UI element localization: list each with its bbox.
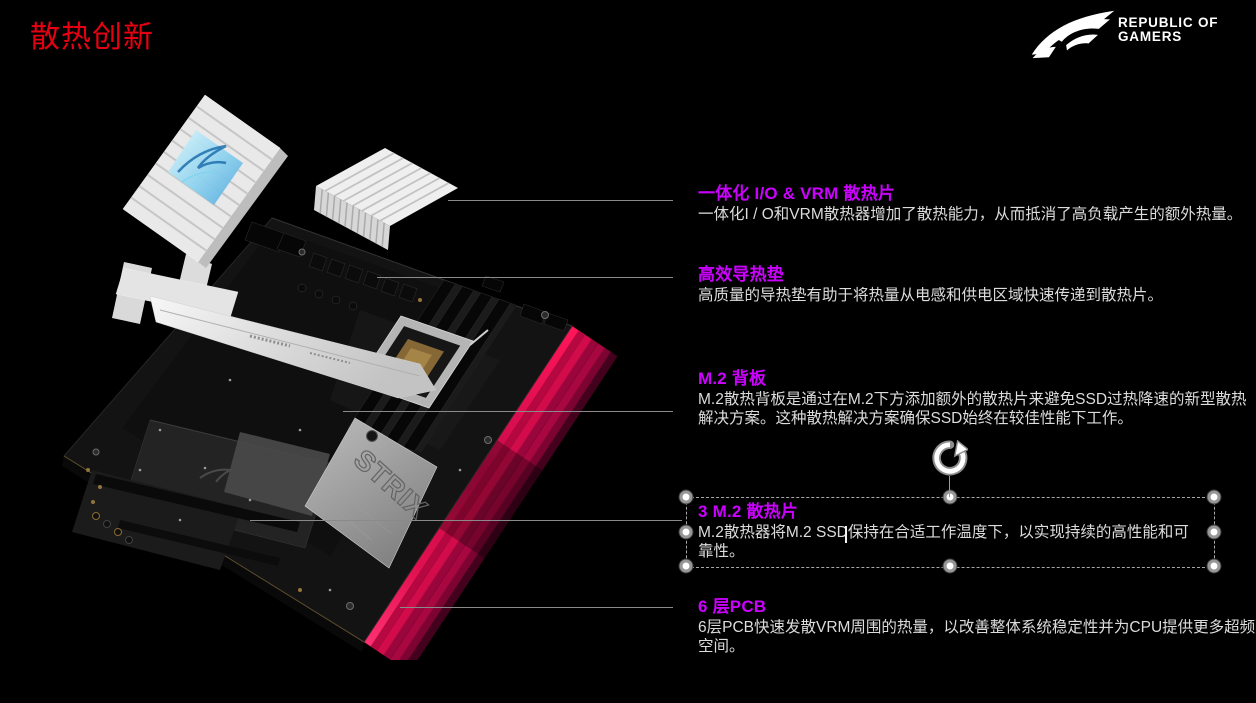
callout-line-io-vrm [448,200,673,201]
callout-body: M.2散热器将M.2 SSD保持在合适工作温度下，以实现持续的高性能和可靠性。 [698,524,1189,560]
resize-handle-bottom-center[interactable] [943,559,957,573]
callout-title: 高效导热垫 [698,265,784,284]
callout-io-vrm: 一体化 I/O & VRM 散热片 一体化I / O和VRM散热器增加了散热能力… [698,184,1256,224]
callout-title: 6 层PCB [698,597,767,616]
brand-wordmark: REPUBLIC OF GAMERS [1118,16,1218,43]
brand-line2: GAMERS [1118,28,1183,44]
m2-heatsink-plates [72,419,333,570]
callout-thermal-pad: 高效导热垫 高质量的导热垫有助于将热量从电感和供电区域快速传递到散热片。 [698,265,1256,305]
resize-handle-middle-left[interactable] [679,525,693,539]
callout-line-pcb [400,607,673,608]
callout-title: 一体化 I/O & VRM 散热片 [698,184,896,203]
callout-body: 高质量的导热垫有助于将热量从电感和供电区域快速传递到散热片。 [698,287,1164,304]
callout-line-thermal-pad [377,277,673,278]
rog-eye-icon [1031,10,1115,59]
textbox-selection-border[interactable] [686,497,1215,568]
resize-handle-middle-right[interactable] [1207,525,1221,539]
callout-line-m2-heatsink [250,520,682,521]
io-vrm-heatsinks [112,94,458,399]
vrm-components [297,252,418,311]
callout-body: M.2散热背板是通过在M.2下方添加额外的散热片来避免SSD过热降速的新型散热解… [698,391,1247,427]
chipset-heatsink: STRIX [304,417,438,569]
rog-logo: REPUBLIC OF GAMERS [1030,6,1240,62]
board-details [86,248,549,610]
resize-handle-bottom-right[interactable] [1207,559,1221,573]
brand-line1: REPUBLIC OF [1118,15,1219,30]
resize-handle-top-right[interactable] [1207,490,1221,504]
callout-m2-backplate: M.2 背板 M.2散热背板是通过在M.2下方添加额外的散热片来避免SSD过热降… [698,369,1256,428]
callout-body: 一体化I / O和VRM散热器增加了散热能力，从而抵消了高负载产生的额外热量。 [698,206,1243,223]
rotate-handle-connector [949,476,950,497]
text-cursor [845,526,847,543]
motherboard-image: STRIX [62,94,618,660]
page-title: 散热创新 [30,21,154,54]
callout-title: M.2 背板 [698,369,767,388]
holographic-rog-logo [168,130,243,205]
rotate-handle-icon[interactable] [932,440,968,476]
resize-handle-bottom-left[interactable] [679,559,693,573]
callout-title: 3 M.2 散热片 [698,502,799,521]
resize-handle-top-center[interactable] [943,490,957,504]
callout-pcb: 6 层PCB 6层PCB快速发散VRM周围的热量，以改善整体系统稳定性并为CPU… [698,597,1256,656]
callout-body: 6层PCB快速发散VRM周围的热量，以改善整体系统稳定性并为CPU提供更多超频空… [698,619,1256,655]
resize-handle-top-left[interactable] [679,490,693,504]
callout-m2-heatsink[interactable]: 3 M.2 散热片 M.2散热器将M.2 SSD保持在合适工作温度下，以实现持续… [698,502,1200,561]
callout-line-m2-backplate [343,411,673,412]
